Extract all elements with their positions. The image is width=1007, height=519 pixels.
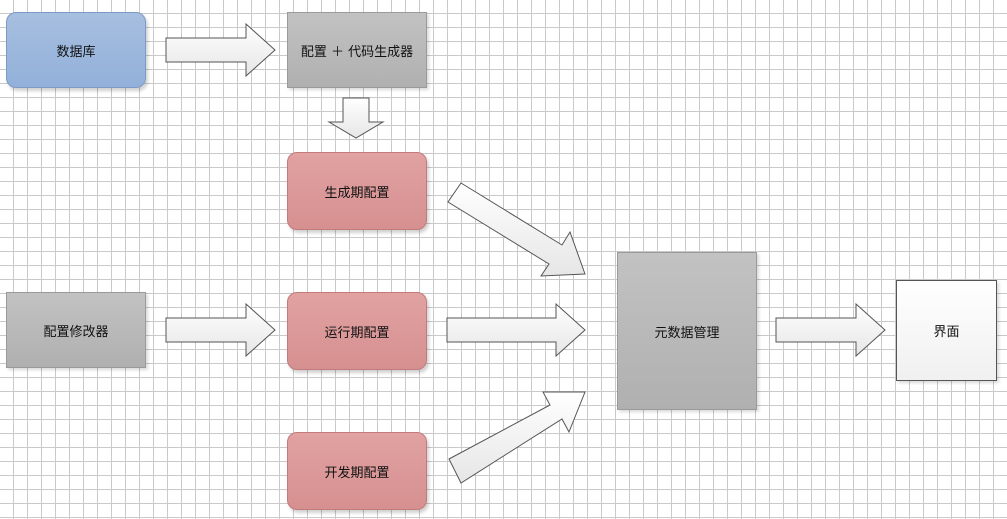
arrow-generation-config-to-metadata <box>447 182 586 277</box>
generation-config-label: 生成期配置 <box>324 185 390 201</box>
metadata-management-node: 元数据管理 <box>617 252 757 410</box>
database-node: 数据库 <box>6 12 146 88</box>
development-config-label: 开发期配置 <box>324 465 390 481</box>
runtime-config-label: 运行期配置 <box>324 325 390 341</box>
development-config-node: 开发期配置 <box>287 432 427 510</box>
arrow-codegen-to-generation-config <box>327 97 385 139</box>
runtime-config-node: 运行期配置 <box>287 292 427 370</box>
config-codegen-label: 配置 ＋ 代码生成器 <box>300 44 414 60</box>
arrow-metadata-to-interface <box>775 302 886 358</box>
arrow-runtime-config-to-metadata <box>446 302 586 358</box>
interface-node: 界面 <box>896 280 997 381</box>
interface-label: 界面 <box>933 325 960 340</box>
config-codegen-node: 配置 ＋ 代码生成器 <box>287 12 427 88</box>
arrow-database-to-codegen <box>165 22 276 78</box>
arrow-development-config-to-metadata <box>448 391 586 484</box>
database-label: 数据库 <box>56 44 96 60</box>
metadata-management-label: 元数据管理 <box>654 325 720 341</box>
arrow-modifier-to-runtime-config <box>165 302 276 358</box>
config-modifier-node: 配置修改器 <box>6 292 146 368</box>
config-modifier-label: 配置修改器 <box>43 324 109 340</box>
generation-config-node: 生成期配置 <box>287 152 427 230</box>
